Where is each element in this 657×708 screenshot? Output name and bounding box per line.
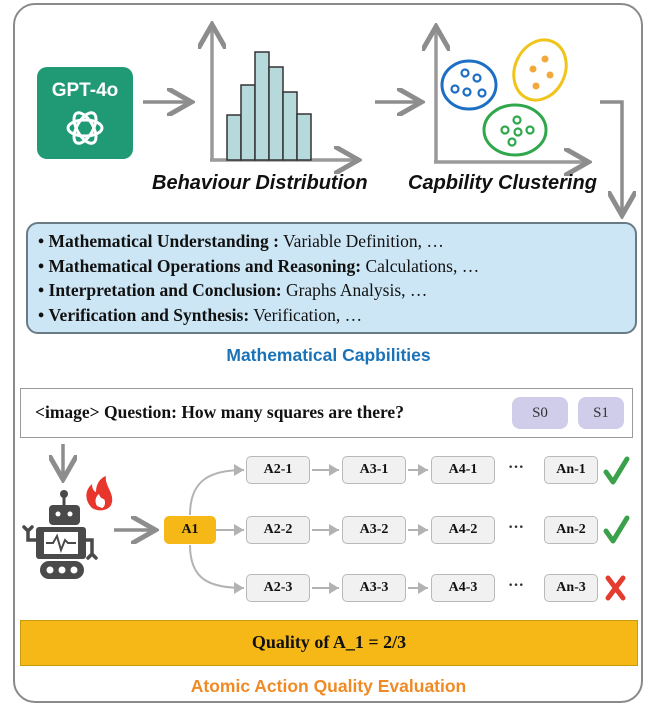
robot-icon: [22, 490, 98, 579]
action-node-final: An-2: [544, 516, 598, 544]
arrow-clustering-to-capabilities: [600, 100, 622, 212]
cluster-scatter-icon: [434, 30, 585, 162]
gpt4o-logo: [37, 67, 133, 159]
action-node: A4-3: [431, 574, 495, 602]
gpt4o-label: GPT-4o: [51, 80, 119, 101]
question-box: <image> Question: How many squares are t…: [20, 388, 633, 438]
action-node: A3-1: [342, 456, 406, 484]
action-node: A3-3: [342, 574, 406, 602]
question-text: <image> Question: How many squares are t…: [35, 402, 404, 422]
action-node: A3-2: [342, 516, 406, 544]
outer-frame: [13, 3, 643, 703]
action-node: A4-1: [431, 456, 495, 484]
action-node-final: An-3: [544, 574, 598, 602]
capability-item: • Mathematical Operations and Reasoning:…: [38, 255, 480, 276]
capabilities-box: • Mathematical Understanding : Variable …: [26, 222, 637, 334]
cross-icon: [605, 575, 626, 601]
state-chip-s0: S0: [512, 397, 568, 429]
ellipsis: ···: [508, 519, 525, 536]
branch-connector-top: [189, 464, 245, 516]
capability-clustering-label: Capbility Clustering: [408, 172, 597, 194]
openai-logo-icon: [66, 111, 104, 145]
action-node: A2-1: [246, 456, 310, 484]
quality-evaluation-title: Atomic Action Quality Evaluation: [190, 676, 467, 696]
capability-item: • Mathematical Understanding : Variable …: [38, 231, 444, 251]
state-chip-s1: S1: [578, 397, 624, 429]
fire-icon: [86, 476, 113, 511]
capability-item: • Verification and Synthesis: Verificati…: [38, 304, 363, 325]
ellipsis: ···: [508, 577, 525, 594]
action-node: A4-2: [431, 516, 495, 544]
quality-bar: Quality of A_1 = 2/3: [20, 620, 638, 666]
histogram-icon: [210, 28, 355, 160]
checkmark-icon: [603, 456, 630, 485]
capabilities-title: Mathematical Capbilities: [226, 345, 431, 365]
action-node: A2-2: [246, 516, 310, 544]
action-node: A2-3: [246, 574, 310, 602]
ellipsis: ···: [508, 459, 525, 476]
behaviour-distribution-label: Behaviour Distribution: [152, 172, 368, 194]
checkmark-icon: [603, 515, 630, 544]
capability-item: • Interpretation and Conclusion: Graphs …: [38, 280, 428, 300]
action-node-final: An-1: [544, 456, 598, 484]
branch-connector-bottom: [189, 544, 245, 594]
action-node-a1: A1: [164, 516, 216, 544]
